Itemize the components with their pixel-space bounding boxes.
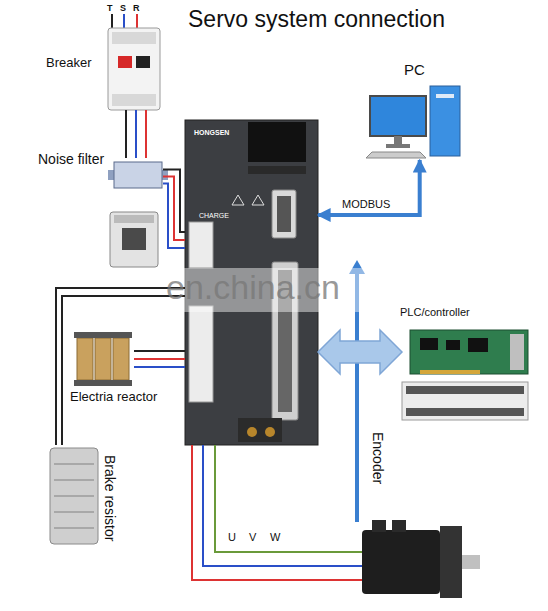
motor-wire-v bbox=[203, 445, 362, 566]
contactor-terminals bbox=[114, 215, 154, 223]
contactor-body bbox=[110, 212, 158, 267]
chip bbox=[446, 340, 460, 350]
motor-wire-w bbox=[192, 445, 362, 580]
wire bbox=[134, 366, 185, 368]
chip bbox=[468, 338, 488, 352]
drive-buttons bbox=[248, 166, 306, 174]
motor-wire-u bbox=[215, 445, 362, 552]
noise-filter-label: Noise filter bbox=[38, 151, 118, 167]
breaker-knob bbox=[136, 56, 150, 68]
motor-connector bbox=[372, 520, 386, 532]
connector bbox=[134, 351, 185, 367]
pc-label: PC bbox=[404, 61, 444, 78]
filter-tab bbox=[162, 170, 168, 180]
reactor-frame bbox=[74, 380, 132, 386]
monitor-stand bbox=[394, 136, 402, 144]
filter-tab bbox=[108, 170, 114, 180]
pc-tower bbox=[430, 86, 460, 156]
brake-resistor-label: Brake resistor bbox=[102, 455, 118, 585]
phase-label: V bbox=[249, 531, 263, 544]
chip bbox=[420, 338, 438, 350]
connector bbox=[126, 110, 146, 158]
connector bbox=[56, 288, 185, 445]
wire bbox=[163, 170, 185, 233]
noise-filter-body bbox=[114, 162, 162, 188]
wire bbox=[163, 184, 185, 249]
wire bbox=[62, 296, 185, 445]
encoder-label: Encoder bbox=[370, 432, 386, 512]
connector bbox=[318, 160, 420, 215]
drive-display bbox=[248, 122, 306, 162]
reactor-coil bbox=[95, 338, 111, 380]
connector bbox=[163, 170, 185, 249]
diagram-title: Servo system connection bbox=[188, 6, 508, 32]
edge-label: MODBUS bbox=[342, 198, 412, 211]
power-wire bbox=[123, 14, 125, 28]
watermark-band bbox=[150, 268, 410, 312]
ground-screw bbox=[265, 427, 275, 437]
wire bbox=[134, 358, 185, 360]
wire bbox=[135, 110, 137, 158]
phase-label: S bbox=[120, 3, 130, 13]
reactor-frame bbox=[74, 332, 132, 338]
double-arrow bbox=[318, 330, 402, 374]
terminal-strip bbox=[406, 386, 524, 394]
servo-motor-body bbox=[362, 530, 440, 594]
motor-terminal-block bbox=[189, 306, 213, 402]
contactor-core bbox=[122, 228, 146, 250]
breaker-terminals bbox=[112, 94, 156, 106]
wire bbox=[163, 177, 185, 241]
phase-label: R bbox=[133, 3, 143, 13]
warning-symbol bbox=[232, 195, 244, 205]
motor-connector bbox=[392, 520, 406, 532]
ground-screw bbox=[247, 427, 257, 437]
wire bbox=[125, 110, 127, 158]
wire bbox=[318, 160, 420, 215]
wire bbox=[56, 288, 185, 445]
plc-controller-label: PLC/controller bbox=[400, 306, 510, 319]
reactor-coil bbox=[113, 338, 129, 380]
wire bbox=[134, 350, 185, 352]
power-terminal-block bbox=[189, 222, 213, 268]
breaker-button bbox=[118, 56, 132, 68]
cn1-port bbox=[272, 190, 296, 238]
resistor-ribs bbox=[54, 464, 94, 528]
motor-shaft bbox=[462, 555, 480, 569]
warning-symbol bbox=[252, 195, 264, 205]
pc-keyboard bbox=[366, 152, 426, 158]
cn1-socket bbox=[277, 196, 291, 232]
power-wire bbox=[136, 14, 138, 28]
power-wire bbox=[111, 14, 113, 28]
plc-module bbox=[402, 382, 528, 420]
pc-monitor bbox=[370, 96, 426, 136]
brake-resistor-body bbox=[50, 448, 98, 544]
breaker-body bbox=[108, 28, 160, 110]
phase-label: T bbox=[107, 3, 117, 13]
pc-drive-bay bbox=[436, 94, 454, 98]
terminal-strip bbox=[406, 408, 524, 416]
phase-label: U bbox=[228, 531, 242, 544]
connector bbox=[318, 330, 402, 374]
reactor-coil bbox=[77, 338, 93, 380]
phase-label: W bbox=[270, 531, 286, 544]
plc-card bbox=[410, 330, 528, 374]
breaker-label: Breaker bbox=[46, 56, 106, 71]
wire bbox=[145, 110, 147, 158]
monitor-base bbox=[386, 144, 410, 148]
drive-bottom-panel bbox=[238, 418, 282, 442]
motor-flange bbox=[440, 526, 462, 598]
card-connector bbox=[510, 334, 524, 370]
breaker-terminals bbox=[112, 32, 156, 44]
electric-reactor-label: Electria reactor bbox=[70, 390, 190, 405]
card-edge bbox=[420, 370, 480, 374]
